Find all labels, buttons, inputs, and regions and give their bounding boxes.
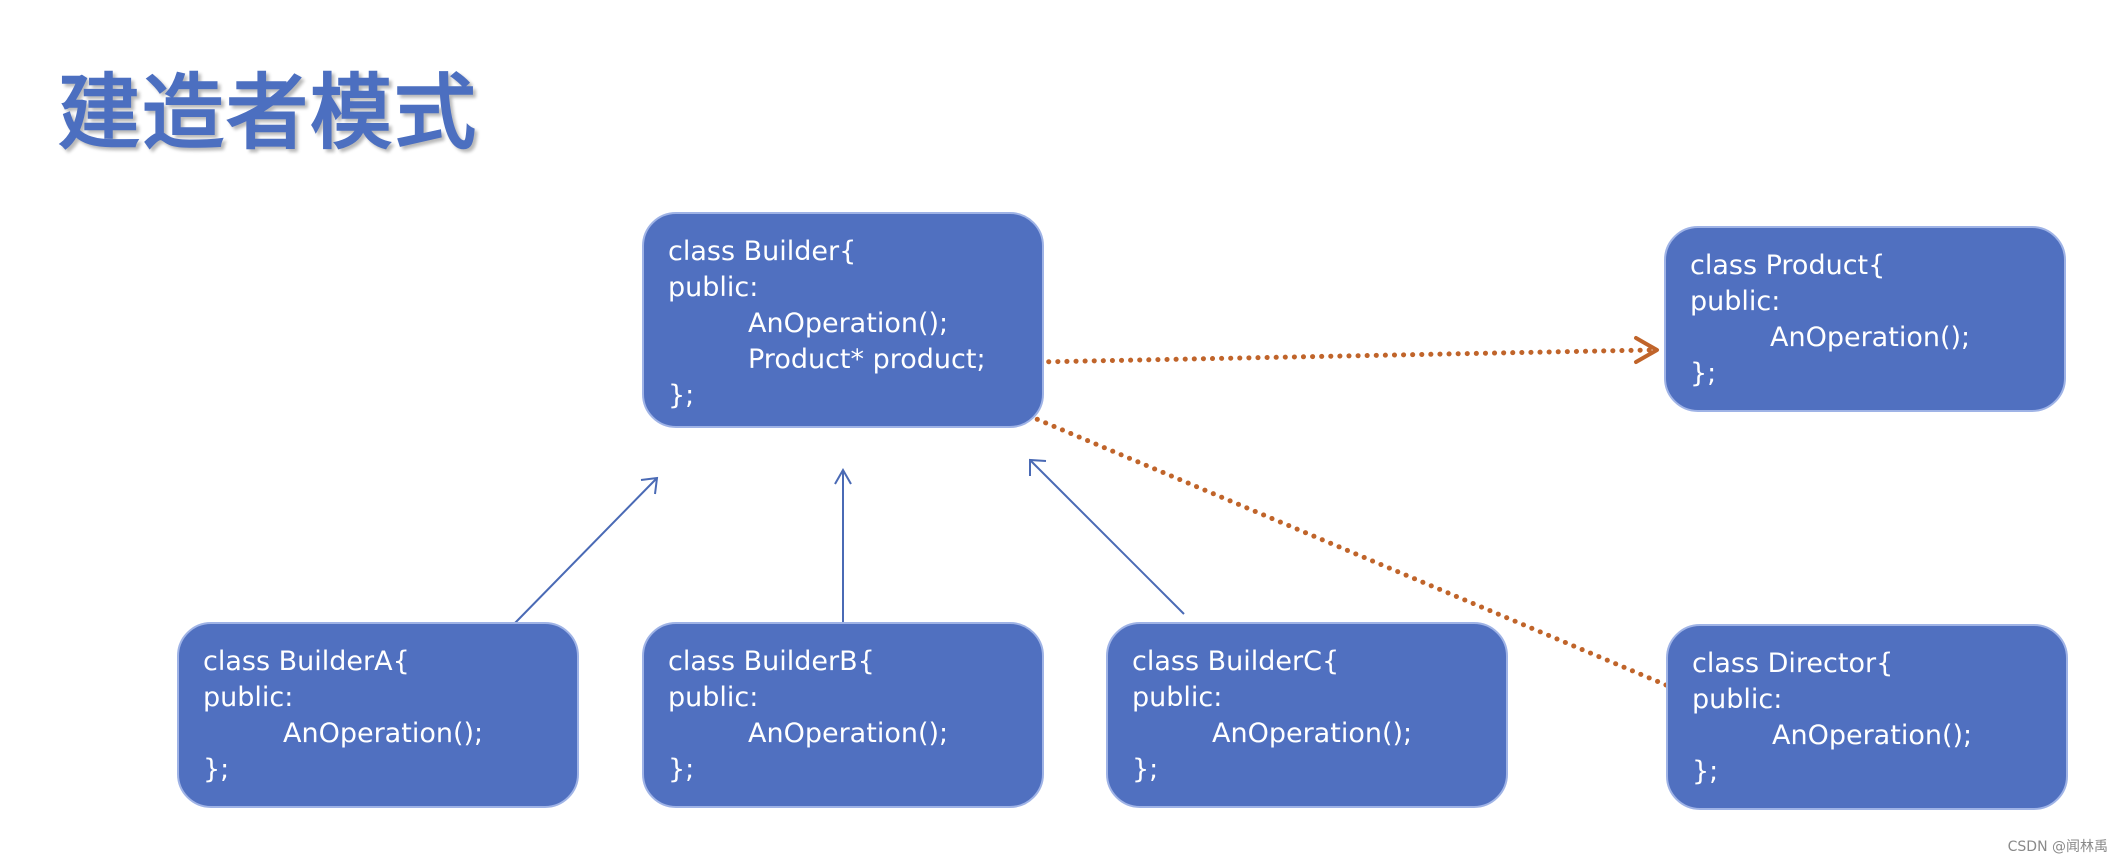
code-line: class Builder{: [668, 236, 857, 267]
builderC-class-box: class BuilderC{ public: AnOperation(); }…: [1106, 622, 1508, 808]
code-line: class BuilderA{: [203, 646, 410, 677]
dotted-arrow-director-to-builder: [972, 390, 1669, 688]
arrowhead-builderA: [640, 476, 659, 495]
code-line: };: [668, 380, 695, 411]
code-line: };: [1132, 754, 1159, 785]
code-line: public:: [203, 682, 294, 713]
code-line: class Director{: [1692, 648, 1894, 679]
code-line: };: [1692, 756, 1719, 787]
code-line: AnOperation();: [748, 308, 949, 339]
arrow-builderA-to-builder: [514, 477, 658, 624]
page-title: 建造者模式: [58, 66, 479, 161]
dotted-arrow-builder-to-product: [982, 347, 1653, 366]
code-line: Product* product;: [748, 344, 986, 375]
inheritance-arrows: [514, 458, 1185, 624]
director-class-box: class Director{ public: AnOperation(); }…: [1666, 624, 2068, 810]
code-line: };: [668, 754, 695, 785]
builderA-class-box: class BuilderA{ public: AnOperation(); }…: [177, 622, 579, 808]
product-class-box: class Product{ public: AnOperation(); };: [1664, 226, 2066, 412]
code-line: AnOperation();: [1772, 720, 1973, 751]
code-line: public:: [668, 272, 759, 303]
builder-class-box: class Builder{ public: AnOperation(); Pr…: [642, 212, 1044, 428]
arrowhead-builderC: [1029, 458, 1047, 476]
code-line: class BuilderB{: [668, 646, 875, 677]
code-line: };: [203, 754, 230, 785]
code-line: public:: [668, 682, 759, 713]
arrowhead-builderB: [834, 467, 852, 485]
code-line: public:: [1690, 286, 1781, 317]
arrow-builderC-to-builder: [1029, 459, 1185, 615]
code-line: public:: [1692, 684, 1783, 715]
watermark: CSDN @闻林禹: [2007, 839, 2108, 855]
code-line: class BuilderC{: [1132, 646, 1340, 677]
code-line: public:: [1132, 682, 1223, 713]
code-line: class Product{: [1690, 250, 1886, 281]
arrowhead-product: [1634, 336, 1659, 364]
code-line: };: [1690, 358, 1717, 389]
code-line: AnOperation();: [1212, 718, 1413, 749]
code-line: AnOperation();: [1770, 322, 1971, 353]
code-line: AnOperation();: [748, 718, 949, 749]
code-line: AnOperation();: [283, 718, 484, 749]
builderB-class-box: class BuilderB{ public: AnOperation(); }…: [642, 622, 1044, 808]
